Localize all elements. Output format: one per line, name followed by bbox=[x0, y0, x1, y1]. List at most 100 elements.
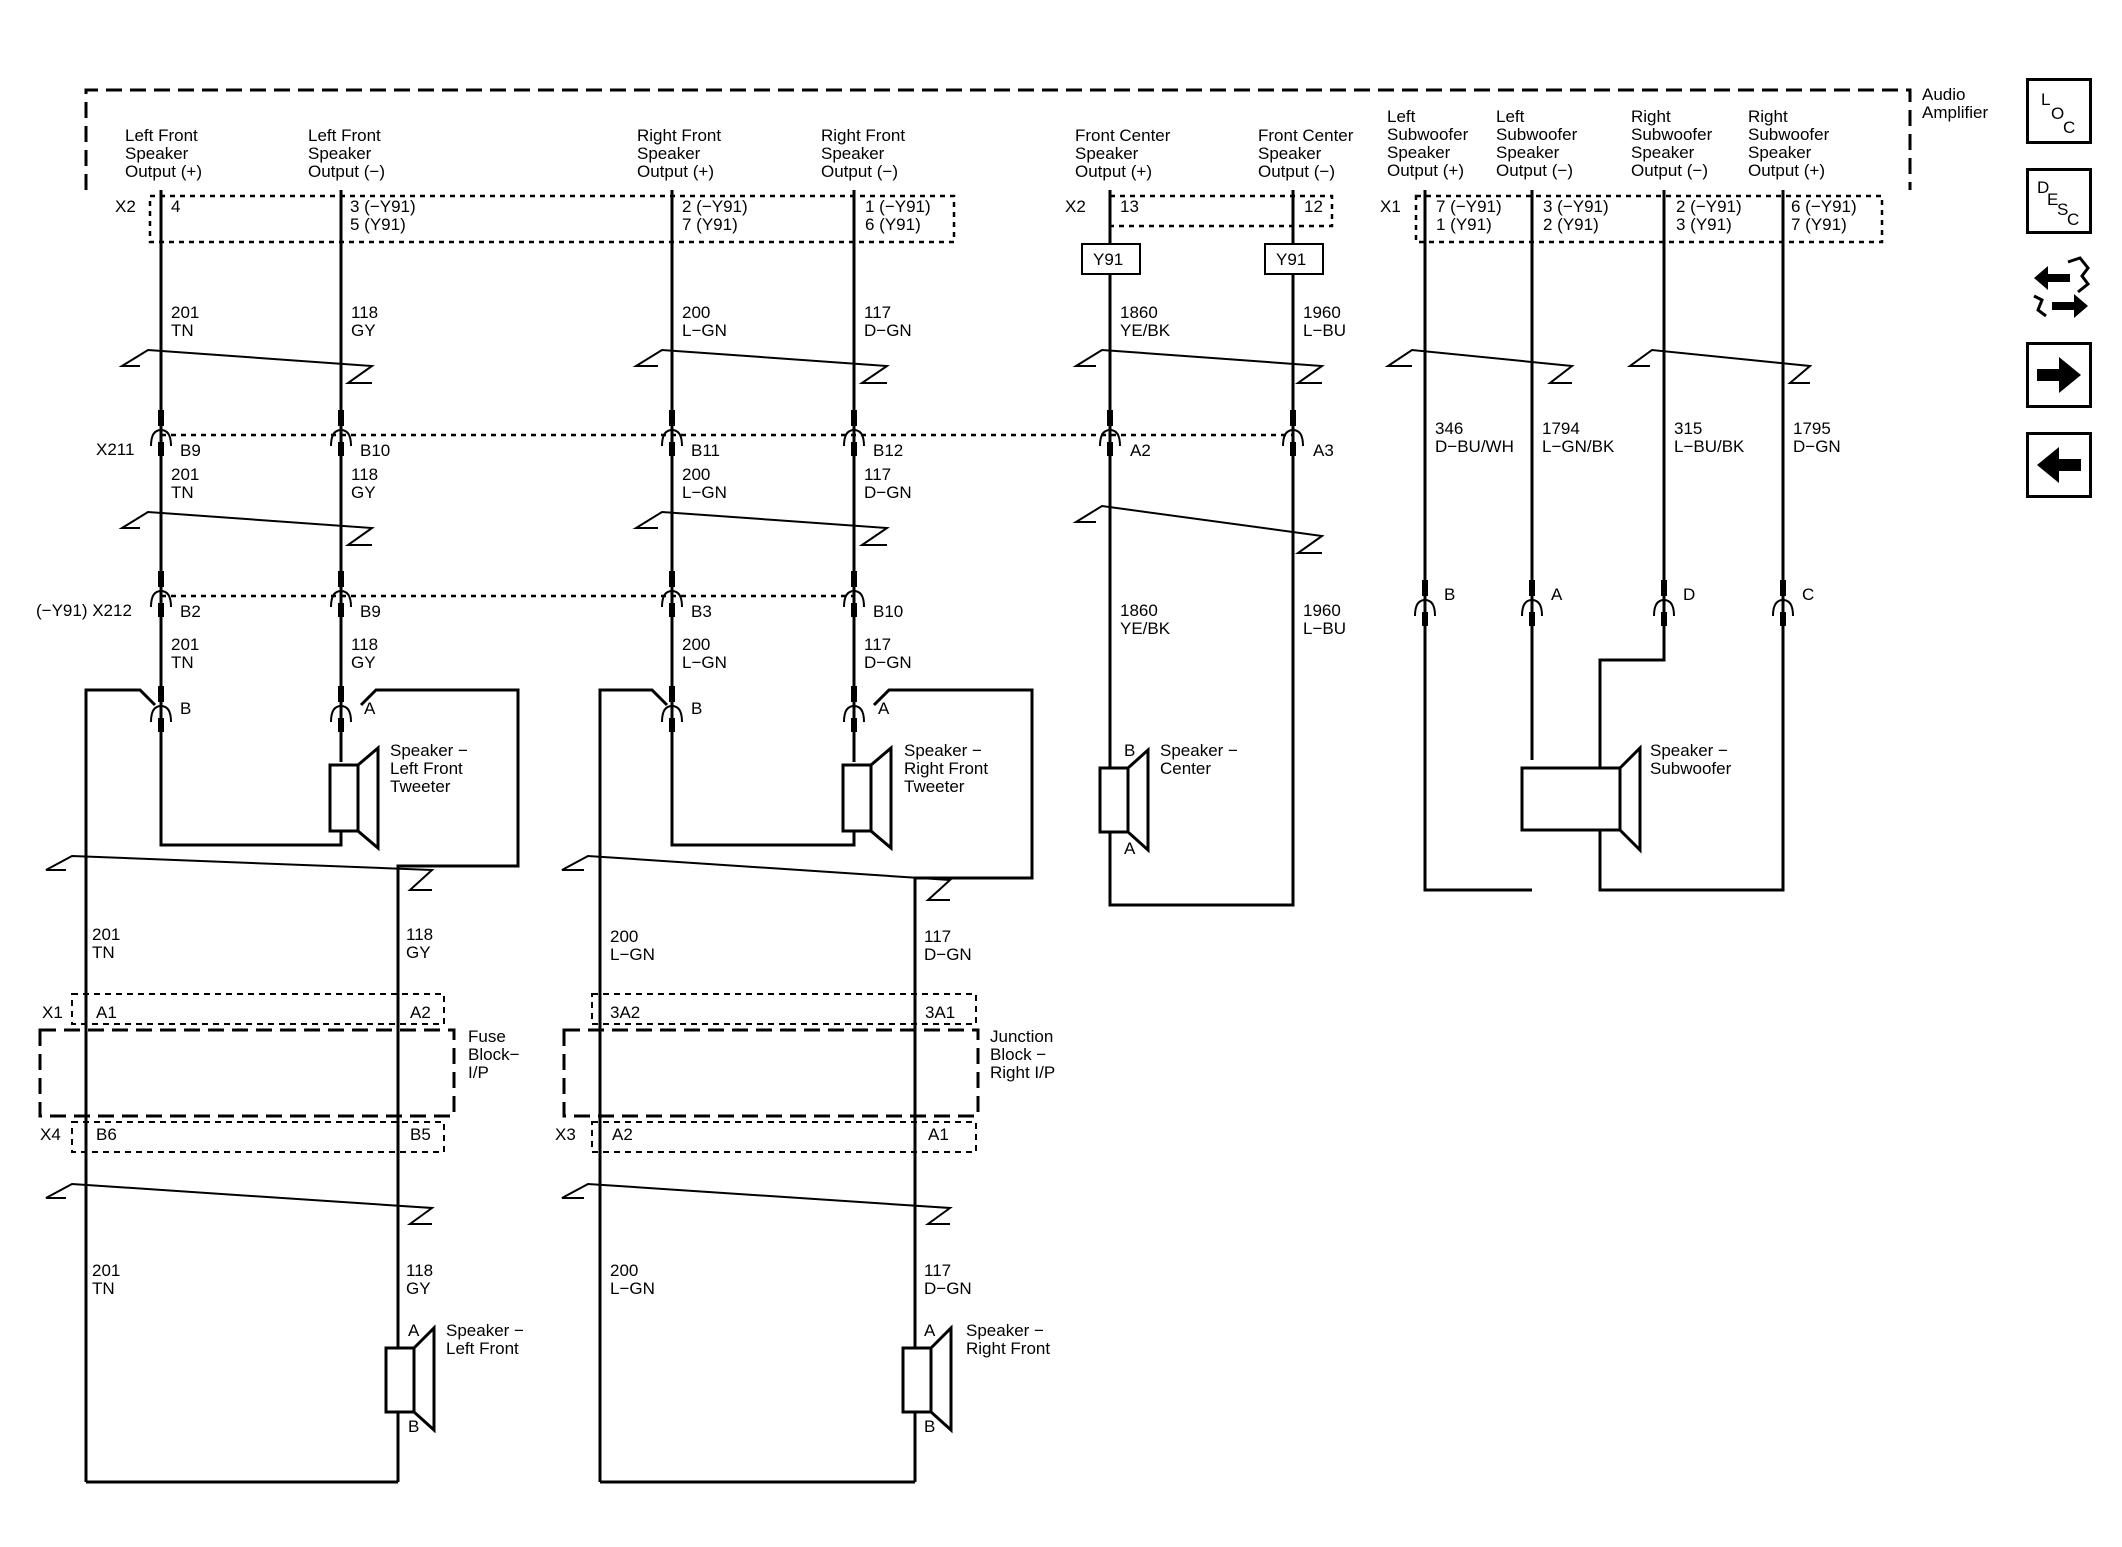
sub-connector-1 bbox=[1521, 580, 1543, 626]
desc-d: D bbox=[2037, 178, 2049, 197]
center-terminal-a: A bbox=[1124, 839, 1136, 858]
x212-connector-3 bbox=[843, 571, 865, 617]
arrow-right-icon bbox=[2037, 357, 2081, 393]
desc-button[interactable]: D E S C bbox=[2026, 168, 2092, 234]
pin-lf-neg: 3 (−Y91)5 (Y91) bbox=[350, 197, 416, 234]
x211-pin-b10: B10 bbox=[360, 441, 390, 460]
pin-rsub-pos: 6 (−Y91)7 (Y91) bbox=[1791, 197, 1857, 234]
connector-x211: X211 B9 B10 B11 B12 A2 A3 bbox=[96, 433, 1334, 460]
jb-3a2: 3A2 bbox=[610, 1003, 640, 1022]
break-marks bbox=[45, 348, 1813, 1225]
arrow-left-icon bbox=[2037, 447, 2081, 483]
speaker-right-front: A B Speaker −Right Front bbox=[600, 1321, 1050, 1484]
next-page-button[interactable] bbox=[2026, 342, 2092, 408]
amp-x2-left: X2 bbox=[115, 197, 136, 216]
lf-terminal-b: B bbox=[408, 1417, 419, 1436]
lf-terminal-a: A bbox=[408, 1321, 420, 1340]
rf-terminal-b: B bbox=[924, 1417, 935, 1436]
speaker-left-front: A B Speaker −Left Front bbox=[86, 1321, 524, 1484]
previous-page-button[interactable] bbox=[2026, 432, 2092, 498]
x211-connector-5 bbox=[1282, 410, 1304, 456]
x212-connector-1 bbox=[330, 571, 352, 617]
jb-x3: X3 bbox=[555, 1125, 576, 1144]
sub-pin-b: B bbox=[1444, 585, 1455, 604]
lf-tweeter-terminal-a: A bbox=[364, 699, 376, 718]
x212-pin-b10: B10 bbox=[873, 602, 903, 621]
subwoofer-label: Speaker −Subwoofer bbox=[1650, 741, 1732, 778]
fuse-x4: X4 bbox=[40, 1125, 61, 1144]
x211-connector-1 bbox=[330, 410, 352, 456]
pin-lf-pos: 4 bbox=[171, 197, 180, 216]
pin-lsub-pos: 7 (−Y91)1 (Y91) bbox=[1436, 197, 1502, 234]
lf-tweeter-terminal-b: B bbox=[180, 699, 191, 718]
jb-a1: A1 bbox=[928, 1125, 949, 1144]
tweeter-connector-1 bbox=[330, 686, 352, 732]
sub-connector-3 bbox=[1772, 580, 1794, 626]
loc-o: O bbox=[2051, 104, 2064, 123]
center-terminal-b: B bbox=[1124, 741, 1135, 760]
connector-swap-icon[interactable] bbox=[2028, 252, 2094, 328]
sub-pin-d: D bbox=[1683, 585, 1695, 604]
x211-connector-2 bbox=[661, 410, 683, 456]
option-y91-left: Y91 bbox=[1093, 250, 1123, 269]
x211-pin-b11: B11 bbox=[691, 441, 720, 460]
right-front-label: Speaker −Right Front bbox=[966, 1321, 1050, 1358]
x212-pin-b9: B9 bbox=[360, 602, 381, 621]
amp-x2-center: X2 bbox=[1065, 197, 1086, 216]
desc-c: C bbox=[2067, 210, 2079, 229]
left-front-label: Speaker −Left Front bbox=[446, 1321, 524, 1358]
connector-symbols bbox=[150, 410, 1794, 732]
x211-connector-3 bbox=[843, 410, 865, 456]
tweeter-connector-3 bbox=[843, 686, 865, 732]
x212-label: (−Y91) X212 bbox=[36, 601, 132, 620]
rf-tweeter-terminal-b: B bbox=[691, 699, 702, 718]
loc-button[interactable]: L O C bbox=[2026, 78, 2092, 144]
x211-pin-b9: B9 bbox=[180, 441, 201, 460]
connector-subwoofer: B A D C bbox=[1444, 585, 1814, 604]
sub-connector-2 bbox=[1653, 580, 1675, 626]
sub-pin-a: A bbox=[1551, 585, 1563, 604]
sub-connector-0 bbox=[1414, 580, 1436, 626]
pin-rf-pos: 2 (−Y91)7 (Y91) bbox=[682, 197, 748, 234]
rf-tweeter-terminal-a: A bbox=[878, 699, 890, 718]
fuse-x1: X1 bbox=[42, 1003, 63, 1022]
